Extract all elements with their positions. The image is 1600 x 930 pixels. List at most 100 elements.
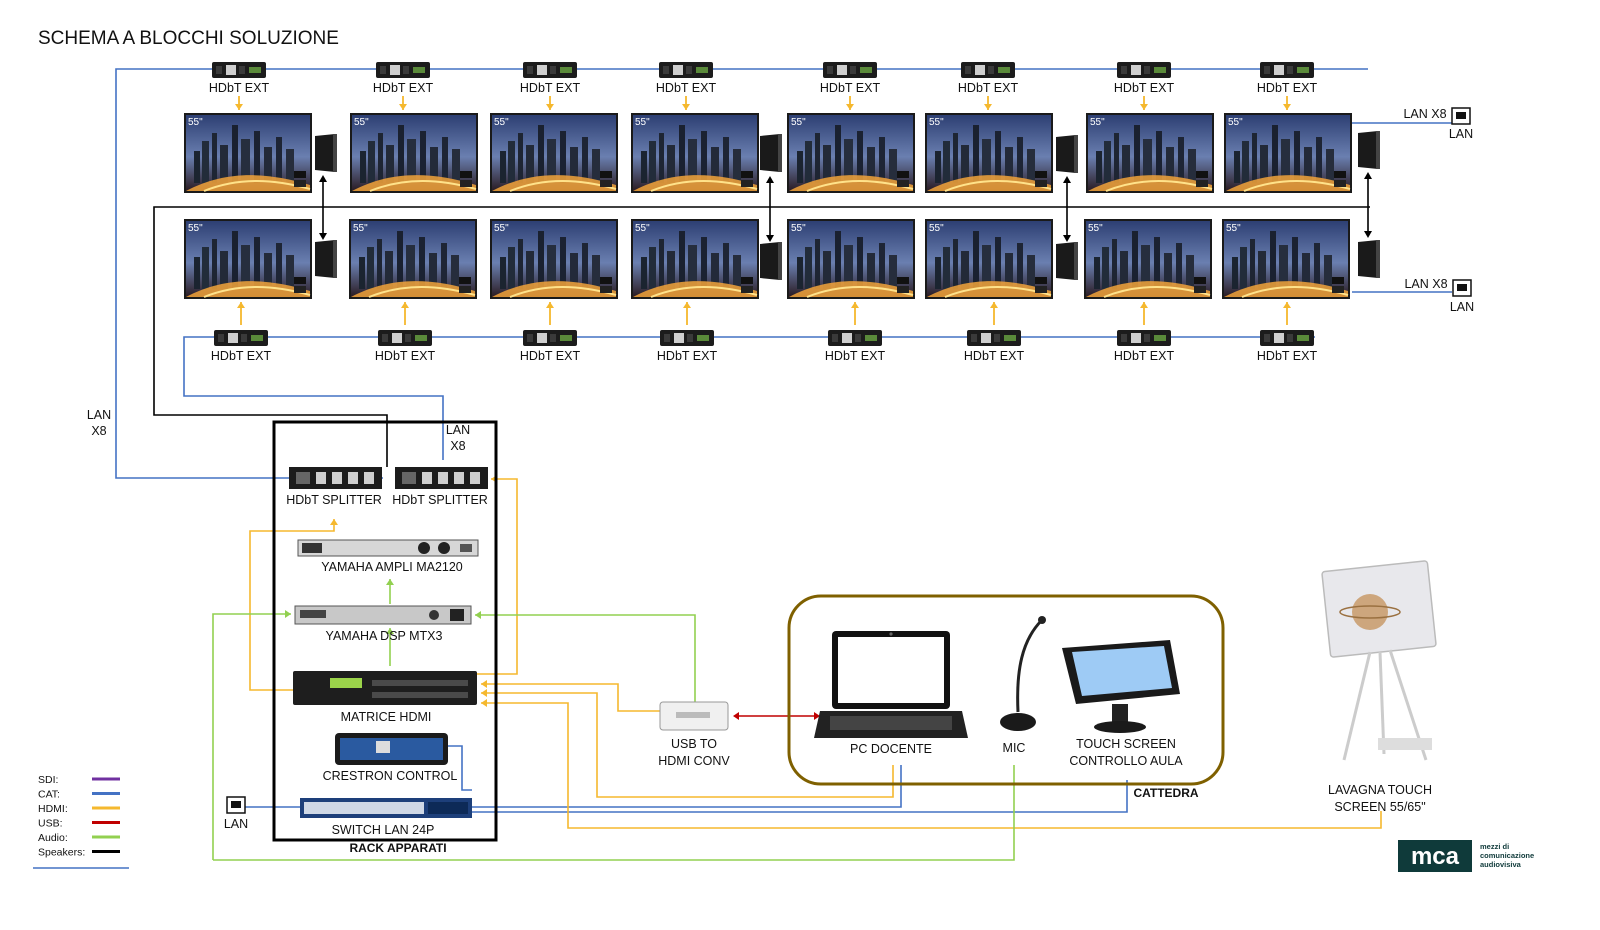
switch-lan-label: SWITCH LAN 24P — [332, 823, 435, 837]
hdmi-line-converter — [481, 683, 660, 712]
legend-label: USB: — [38, 818, 63, 830]
arrow-head — [846, 104, 854, 110]
lan-x8-top-right-label: LAN X8 — [1403, 107, 1446, 121]
screen-bottom-5: 55" — [786, 218, 916, 300]
screen-size-label: 55" — [188, 117, 203, 128]
crestron-label: CRESTRON CONTROL — [323, 769, 458, 783]
hdbt-ext-top-8: HDbT EXT — [1257, 62, 1318, 110]
logo-line2: comunicazione — [1480, 851, 1534, 860]
hdbt-ext-label: HDbT EXT — [373, 81, 434, 95]
screen-size-label: 55" — [353, 223, 368, 234]
legend-label: Speakers: — [38, 847, 85, 859]
hdbt-ext-top-5: HDbT EXT — [820, 62, 881, 110]
lan-x8-left-line2: X8 — [91, 424, 106, 438]
switch-lan: SWITCH LAN 24P — [300, 798, 472, 837]
screen-top-5: 55" — [786, 112, 916, 194]
arrow-head — [733, 712, 739, 720]
legend: SDI:CAT:HDMI:USB:Audio:Speakers: — [33, 774, 129, 869]
cattedra-frame — [787, 594, 1225, 786]
yamaha-ampli-label: YAMAHA AMPLI MA2120 — [321, 560, 463, 574]
legend-label: CAT: — [38, 789, 60, 801]
audio-line-converter-dsp — [475, 614, 696, 702]
screen-top-6: 55" — [924, 112, 1054, 194]
arrow-head — [237, 302, 245, 308]
screen-bottom-4: 55" — [630, 218, 760, 300]
legend-label: Audio: — [38, 832, 68, 844]
legend-label: SDI: — [38, 774, 58, 786]
arrow-head — [475, 611, 481, 619]
speaker-5 — [1056, 135, 1078, 173]
usb-hdmi-converter: USB TO HDMI CONV — [658, 701, 730, 768]
lan-rack-label: LAN — [224, 817, 248, 831]
screen-top-8: 55" — [1223, 112, 1353, 194]
hdbt-ext-top-4: HDbT EXT — [656, 62, 716, 110]
arrow-head — [984, 104, 992, 110]
matrice-hdmi: MATRICE HDMI — [293, 671, 477, 724]
screen-bottom-8: 55" — [1221, 218, 1351, 300]
lan-port-top-right: LAN X8 LAN — [1403, 107, 1473, 141]
hdbt-ext-top-2: HDbT EXT — [373, 62, 434, 110]
speakers-line — [153, 206, 1370, 467]
cattedra-label: CATTEDRA — [1133, 786, 1198, 800]
arrow-head — [386, 579, 394, 585]
microphone: MIC — [1000, 616, 1046, 755]
hdbt-ext-label: HDbT EXT — [520, 349, 581, 363]
hdbt-ext-top-7: HDbT EXT — [1114, 62, 1174, 110]
hdmi-line-lavagna — [481, 702, 1382, 829]
screen-top-2: 55" — [349, 112, 479, 194]
arrow-head — [814, 712, 820, 720]
cat-line-crestron — [448, 745, 472, 791]
logo-line1: mezzi di — [1480, 842, 1509, 851]
lan-x8-bottom-right-label: LAN X8 — [1404, 277, 1447, 291]
arrow-head — [401, 302, 409, 308]
screen-size-label: 55" — [1226, 223, 1241, 234]
speaker-6 — [1056, 242, 1078, 280]
arrow-head — [1140, 302, 1148, 308]
lan-x8-rack-line2: X8 — [450, 439, 465, 453]
screen-top-3: 55" — [489, 112, 619, 194]
lan-x8-rack-line1: LAN — [446, 423, 470, 437]
screen-top-1: 55" — [183, 112, 313, 194]
screen-top-7: 55" — [1085, 112, 1215, 194]
screen-size-label: 55" — [1228, 117, 1243, 128]
arrow-head — [1140, 104, 1148, 110]
hdbt-ext-label: HDbT EXT — [211, 349, 272, 363]
lan-bottom-right-label: LAN — [1450, 300, 1474, 314]
arrow-head — [546, 104, 554, 110]
mca-logo: mca mezzi di comunicazione audiovisiva — [1398, 840, 1534, 872]
speaker-3 — [760, 134, 782, 172]
hdbt-ext-bottom-7: HDbT EXT — [1114, 302, 1174, 363]
hdmi-line-pc — [481, 692, 894, 798]
cat-line-switch-touch — [472, 780, 1128, 813]
hdbt-splitter-right-label: HDbT SPLITTER — [392, 493, 488, 507]
arrow-head — [481, 699, 487, 707]
screen-size-label: 55" — [791, 117, 806, 128]
logo-mark: mca — [1411, 843, 1460, 870]
arrow-head — [546, 302, 554, 308]
arrow-head — [851, 302, 859, 308]
hdbt-ext-top-6: HDbT EXT — [958, 62, 1018, 110]
speaker-8 — [1358, 240, 1380, 278]
screen-size-label: 55" — [791, 223, 806, 234]
screen-top-4: 55" — [630, 112, 760, 194]
hdbt-ext-label: HDbT EXT — [1257, 349, 1318, 363]
arrow-head — [481, 689, 487, 697]
arrow-head — [285, 610, 291, 618]
hdbt-ext-bottom-1: HDbT EXT — [211, 302, 272, 363]
arrow-head — [330, 519, 338, 525]
hdbt-ext-label: HDbT EXT — [820, 81, 881, 95]
speaker-link-3 — [1063, 176, 1071, 242]
lavagna-label-line1: LAVAGNA TOUCH — [1328, 783, 1432, 797]
cat-line-top-chain — [115, 68, 1368, 479]
screen-bottom-2: 55" — [348, 218, 478, 300]
mic-label: MIC — [1003, 741, 1026, 755]
hdbt-ext-label: HDbT EXT — [1257, 81, 1318, 95]
speaker-link-1 — [319, 175, 327, 240]
rack-frame — [272, 420, 498, 842]
hdbt-ext-label: HDbT EXT — [825, 349, 886, 363]
screen-size-label: 55" — [1090, 117, 1105, 128]
screen-size-label: 55" — [354, 117, 369, 128]
hdbt-ext-label: HDbT EXT — [375, 349, 436, 363]
touch-screen-label-line1: TOUCH SCREEN — [1076, 737, 1176, 751]
screen-size-label: 55" — [1088, 223, 1103, 234]
